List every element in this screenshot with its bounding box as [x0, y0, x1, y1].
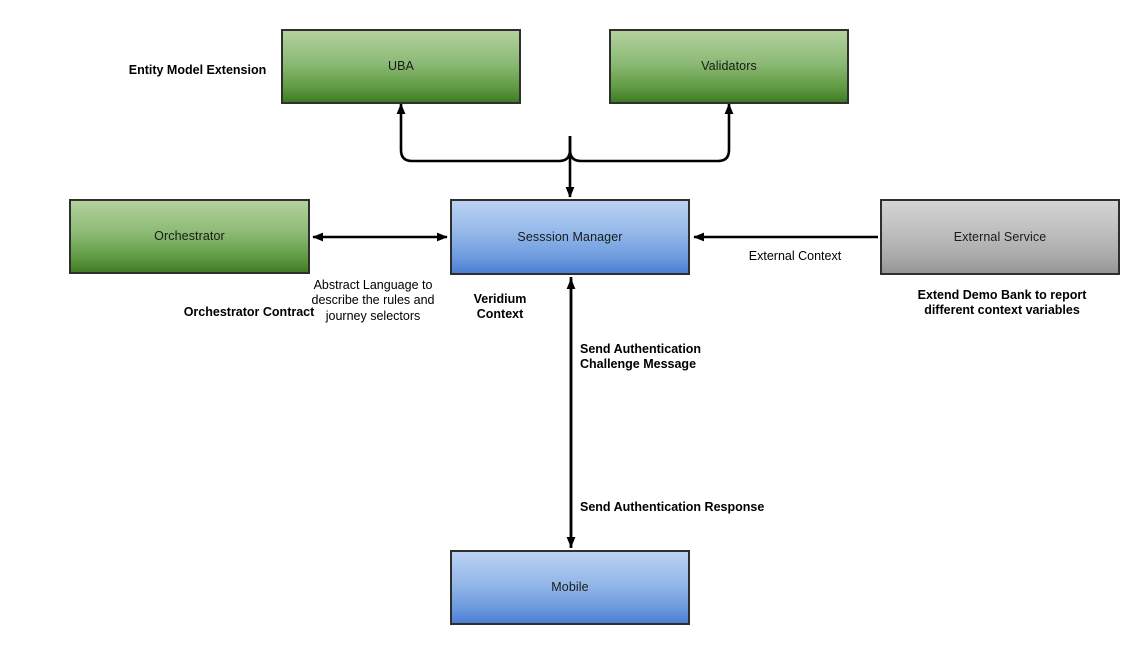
- node-orchestrator[interactable]: Orchestrator: [69, 199, 310, 274]
- node-external-service-label: External Service: [953, 229, 1047, 244]
- node-mobile-label: Mobile: [551, 580, 589, 594]
- annotation-send-auth-response: Send Authentication Response: [580, 500, 765, 514]
- node-session-manager[interactable]: Sesssion Manager: [450, 199, 690, 275]
- node-session-manager-label: Sesssion Manager: [517, 229, 623, 244]
- node-validators-label: Validators: [701, 59, 757, 73]
- annotation-abstract-language-note: Abstract Language to describe the rules …: [311, 278, 435, 323]
- annotation-entity-model-extension: Entity Model Extension: [128, 63, 267, 77]
- node-uba-label: UBA: [387, 59, 414, 73]
- annotation-veridium-context: Veridium Context: [473, 292, 527, 322]
- node-external-service[interactable]: External Service: [880, 199, 1120, 275]
- annotation-extend-demo-bank-note: Extend Demo Bank to report different con…: [917, 288, 1087, 318]
- node-validators[interactable]: Validators: [609, 29, 849, 104]
- edge-session-manager-to-uba: [396, 103, 572, 163]
- edge-session-manager-to-validators: [568, 103, 734, 163]
- annotation-external-context: External Context: [748, 249, 842, 263]
- annotation-send-auth-challenge: Send Authentication Challenge Message: [580, 342, 702, 372]
- node-uba[interactable]: UBA: [281, 29, 521, 104]
- annotation-orchestrator-contract: Orchestrator Contract: [183, 305, 315, 319]
- node-mobile[interactable]: Mobile: [450, 550, 690, 625]
- node-orchestrator-label: Orchestrator: [154, 229, 225, 243]
